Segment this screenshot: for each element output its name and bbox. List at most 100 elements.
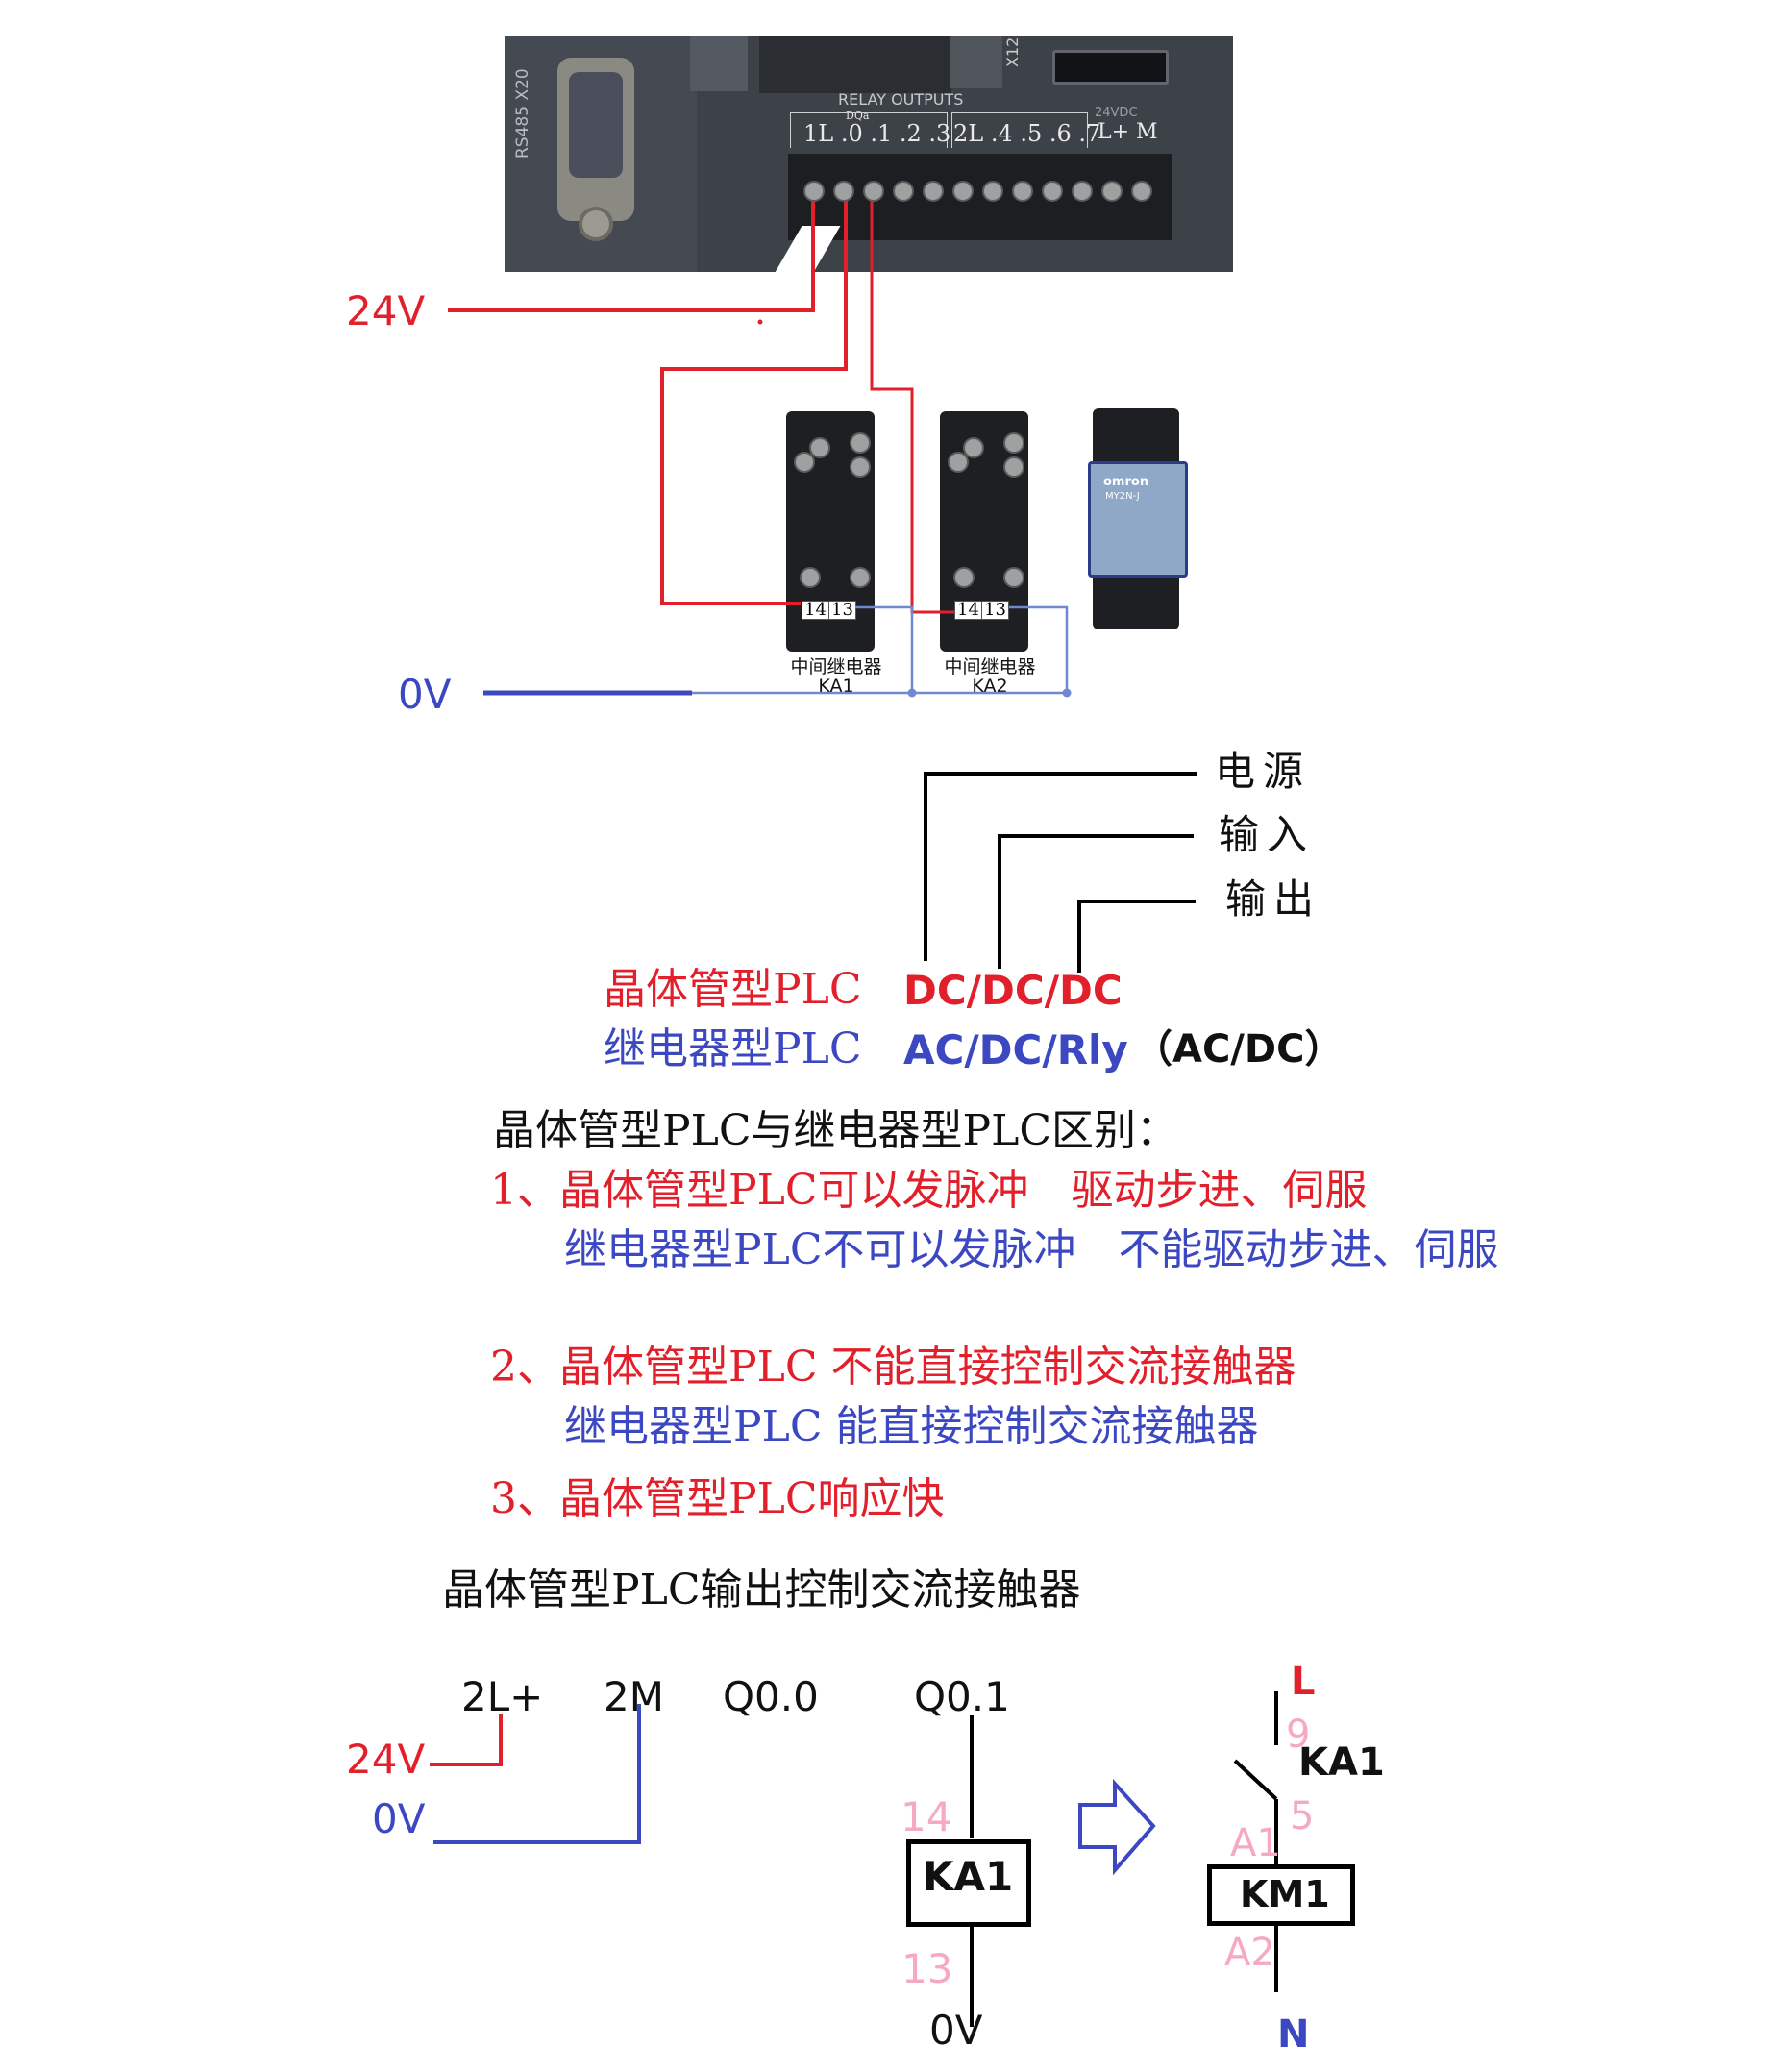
contact-blade — [1233, 1759, 1278, 1801]
schematic-24v-label: 24V — [346, 1736, 426, 1783]
wire-0v-to-2m — [433, 1704, 641, 1844]
difference-2-relay: 继电器型PLC 能直接控制交流接触器 — [564, 1402, 1259, 1451]
coil-pin-14: 14 — [901, 1793, 952, 1840]
relay-screw — [953, 567, 975, 588]
terminal-labels-group1: 1L .0 .1 .2 .3 — [803, 120, 951, 147]
power-terminal-labels: L+ M — [1098, 120, 1158, 144]
ground-0v-label: 0V — [398, 671, 452, 718]
ka1-terminal-13: 13 — [828, 601, 856, 620]
relay-plc-note: （AC/DC） — [1134, 1027, 1344, 1072]
callout-output-label: 输出 — [1225, 876, 1322, 923]
wire-24v-to-1l — [448, 192, 815, 312]
wire-q1-to-ka2 — [870, 192, 954, 614]
relay-screw — [963, 437, 984, 458]
relay-screw — [1003, 456, 1024, 478]
arrow-right-icon — [1078, 1778, 1156, 1876]
wire-ka2-13-return — [1009, 605, 1069, 693]
supply-24v-label: 24V — [346, 287, 426, 334]
terminal-screw — [952, 181, 974, 202]
wire-ka1-13-return — [855, 605, 914, 693]
relay-screw — [809, 437, 830, 458]
terminal-screw — [1042, 181, 1063, 202]
schematic-heading: 晶体管型PLC输出控制交流接触器 — [442, 1566, 1081, 1615]
callout-power — [924, 772, 1197, 961]
terminal-q01: Q0.1 — [914, 1673, 1010, 1720]
neutral-n-label: N — [1277, 2012, 1310, 2057]
card-slot — [1052, 50, 1169, 85]
terminal-screw — [1012, 181, 1033, 202]
terminal-screw — [863, 181, 884, 202]
group1-bracket — [790, 112, 948, 148]
stray-dot — [757, 319, 763, 325]
terminal-screw — [1072, 181, 1093, 202]
relay-outputs-label: RELAY OUTPUTS — [838, 90, 964, 109]
km1-label: KM1 — [1240, 1873, 1330, 1915]
terminal-2m: 2M — [604, 1673, 664, 1720]
contactor-pin-a2: A2 — [1224, 1931, 1275, 1975]
terminal-screw — [803, 181, 825, 202]
plc-cover-tab — [690, 36, 748, 91]
terminal-screw — [833, 181, 854, 202]
contact-pin-5: 5 — [1290, 1794, 1315, 1838]
callout-output — [1077, 900, 1196, 973]
connector-screw — [579, 207, 613, 241]
omron-relay-cover — [1088, 461, 1188, 578]
plc-vent — [759, 36, 951, 93]
ka2-type: 中间继电器 — [944, 656, 1036, 678]
callout-input — [998, 834, 1194, 969]
relay-screw — [1003, 432, 1024, 454]
relay-screw — [794, 452, 815, 473]
plc-x12-block — [950, 36, 1002, 88]
transistor-plc-code: DC/DC/DC — [903, 967, 1123, 1014]
terminal-2lplus: 2L+ — [461, 1673, 544, 1720]
wire-q0-to-ka1 — [660, 192, 848, 605]
ka2-id: KA2 — [972, 675, 1008, 697]
transistor-plc-type: 晶体管型PLC — [604, 965, 862, 1014]
ka2-terminal-14: 14 — [954, 601, 982, 620]
group2-bracket — [951, 112, 1088, 148]
relay-screw — [1003, 567, 1024, 588]
contactor-pin-a1: A1 — [1230, 1821, 1281, 1865]
terminal-screw — [982, 181, 1003, 202]
ka2-terminal-13: 13 — [981, 601, 1009, 620]
callout-input-label: 输入 — [1219, 811, 1316, 858]
differences-heading: 晶体管型PLC与继电器型PLC区别： — [493, 1106, 1178, 1155]
relay-plc-type: 继电器型PLC — [604, 1024, 862, 1073]
coil-return-0v: 0V — [929, 2007, 983, 2054]
difference-2-transistor: 2、晶体管型PLC 不能直接控制交流接触器 — [490, 1343, 1296, 1392]
ka1-coil-label: KA1 — [923, 1853, 1014, 1900]
coil-pin-13: 13 — [901, 1945, 953, 1992]
contact-ka1-label: KA1 — [1298, 1740, 1385, 1785]
km1-coil-box — [1207, 1864, 1355, 1926]
difference-1-relay: 继电器型PLC不可以发脉冲 不能驱动步进、伺服 — [564, 1225, 1499, 1274]
wire-24v-to-2lplus — [430, 1714, 503, 1766]
difference-3-transistor: 3、晶体管型PLC响应快 — [490, 1474, 945, 1523]
terminal-screw — [1131, 181, 1152, 202]
terminal-q00: Q0.0 — [723, 1673, 819, 1720]
ka2-caption: 中间继电器 KA2 — [937, 656, 1043, 697]
omron-model: MY2N-J — [1105, 491, 1140, 502]
relay-screw — [800, 567, 821, 588]
ka1-terminal-14: 14 — [802, 601, 829, 620]
junction-ka2 — [1062, 688, 1072, 698]
contact-pin-9: 9 — [1286, 1713, 1311, 1757]
ka1-id: KA1 — [818, 675, 854, 697]
terminal-screw — [893, 181, 914, 202]
ka1-caption: 中间继电器 KA1 — [783, 656, 889, 697]
terminal-labels-group2: 2L .4 .5 .6 .7 — [953, 120, 1101, 147]
relay-screw — [850, 456, 871, 478]
callout-power-label: 电源 — [1215, 748, 1312, 795]
omron-brand: omron — [1103, 475, 1149, 489]
terminal-screw — [923, 181, 944, 202]
schematic-0v-label: 0V — [372, 1795, 426, 1842]
relay-screw — [948, 452, 969, 473]
dqa-label: DQa — [846, 110, 870, 122]
difference-1-transistor: 1、晶体管型PLC可以发脉冲 驱动步进、伺服 — [490, 1166, 1368, 1215]
relay-plc-code: AC/DC/Rly — [903, 1026, 1128, 1073]
junction-ka1 — [907, 688, 917, 698]
terminal-screw — [1101, 181, 1123, 202]
ka1-type: 中间继电器 — [790, 656, 882, 678]
24vdc-label: 24VDC — [1095, 106, 1138, 120]
ka1-coil-box — [906, 1839, 1031, 1927]
